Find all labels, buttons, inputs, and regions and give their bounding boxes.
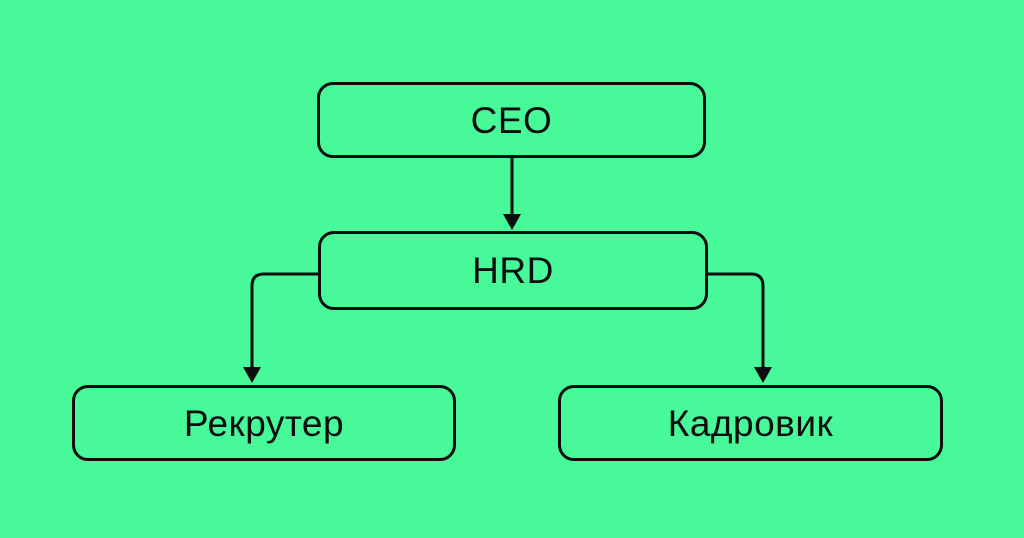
node-kadrovik: Кадровик [558,385,943,461]
node-ceo: CEO [317,82,706,158]
node-kadrovik-label: Кадровик [667,402,834,444]
node-recruiter: Рекрутер [72,385,456,461]
edge-hrd-recruiter [243,272,318,383]
node-recruiter-label: Рекрутер [183,402,345,444]
node-ceo-label: CEO [470,99,553,141]
edge-ceo-hrd [503,158,521,230]
node-hrd: HRD [318,231,708,310]
edge-hrd-kadrovik [708,272,772,383]
node-hrd-label: HRD [472,250,554,291]
